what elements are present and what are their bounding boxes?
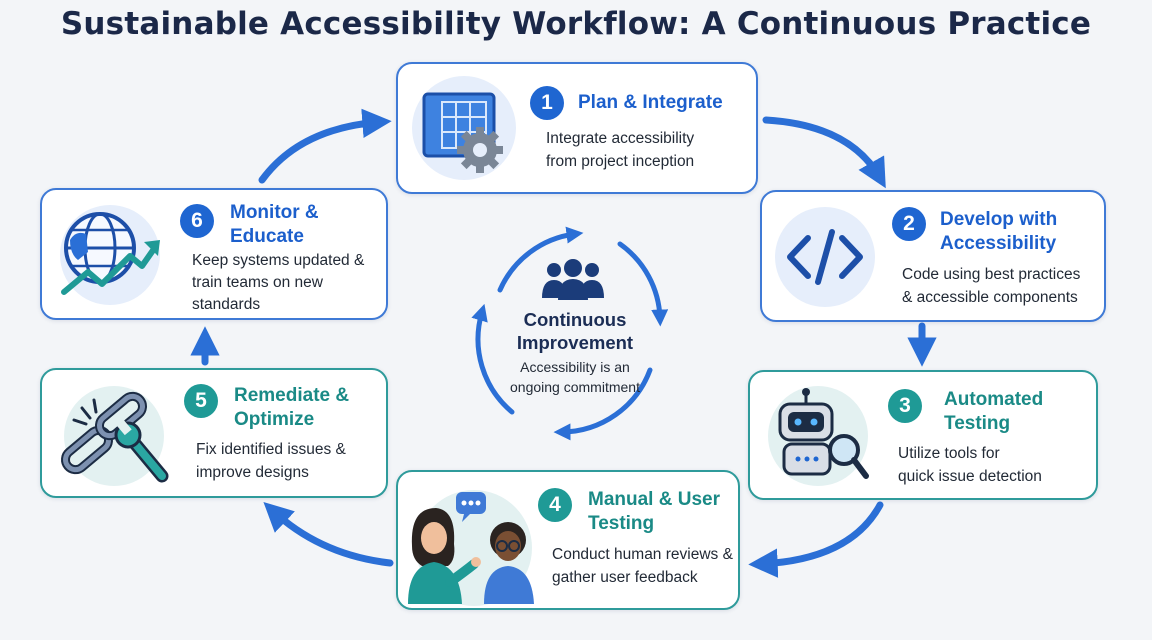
step-title: Automated Testing <box>944 389 1044 434</box>
arrow-4-to-5 <box>263 501 394 567</box>
step-title: Monitor & Educate <box>230 202 319 247</box>
center-description: Accessibility is an ongoing commitment <box>510 359 640 395</box>
blueprint-gear-icon <box>406 72 522 189</box>
step-number-badge: 5 <box>184 384 218 418</box>
step-number-badge: 4 <box>538 488 572 522</box>
step-title: Remediate & Optimize <box>234 385 350 430</box>
step-title: Develop with Accessibility <box>940 209 1058 254</box>
arrow-3-to-4 <box>748 501 884 578</box>
step-card-manual-user-testing: 4 Manual & User Testing Conduct human re… <box>396 470 740 610</box>
globe-trend-icon <box>52 200 172 315</box>
robot-magnifier-icon <box>764 380 876 497</box>
step-title: Plan & Integrate <box>578 92 723 113</box>
step-number-badge: 2 <box>892 207 926 241</box>
step-card-plan-integrate: 1 Plan & Integrate Integrate accessibili… <box>396 62 758 194</box>
step-description: Code using best practices & accessible c… <box>902 266 1081 306</box>
step-description: Keep systems updated & train teams on ne… <box>192 252 365 313</box>
arrow-6-to-1 <box>258 108 392 184</box>
diagram-title: Sustainable Accessibility Workflow: A Co… <box>60 6 1092 42</box>
step-number-badge: 1 <box>530 86 564 120</box>
step-card-automated-testing: 3 Automated Testing Utilize tools for qu… <box>748 370 1098 500</box>
step-description: Conduct human reviews & gather user feed… <box>552 546 733 586</box>
arrow-1-to-2 <box>762 116 886 189</box>
step-card-monitor-educate: 6 Monitor & Educate Keep systems updated… <box>40 188 388 320</box>
broken-link-wrench-icon <box>52 378 176 495</box>
continuous-improvement-cycle <box>470 220 680 445</box>
step-number-badge: 3 <box>888 389 922 423</box>
step-number-badge: 6 <box>180 204 214 238</box>
step-title: Manual & User Testing <box>588 489 720 534</box>
center-title: Continuous Improvement <box>516 309 634 353</box>
step-card-develop: 2 Develop with Accessibility Code using … <box>760 190 1106 322</box>
people-chat-icon <box>404 486 544 613</box>
step-card-remediate-optimize: 5 Remediate & Optimize Fix identified is… <box>40 368 388 498</box>
code-brackets-icon <box>770 202 880 317</box>
step-description: Utilize tools for quick issue detection <box>898 445 1042 485</box>
team-icon <box>540 258 606 307</box>
step-description: Fix identified issues & improve designs <box>196 441 346 481</box>
step-description: Integrate accessibility from project inc… <box>546 130 695 170</box>
